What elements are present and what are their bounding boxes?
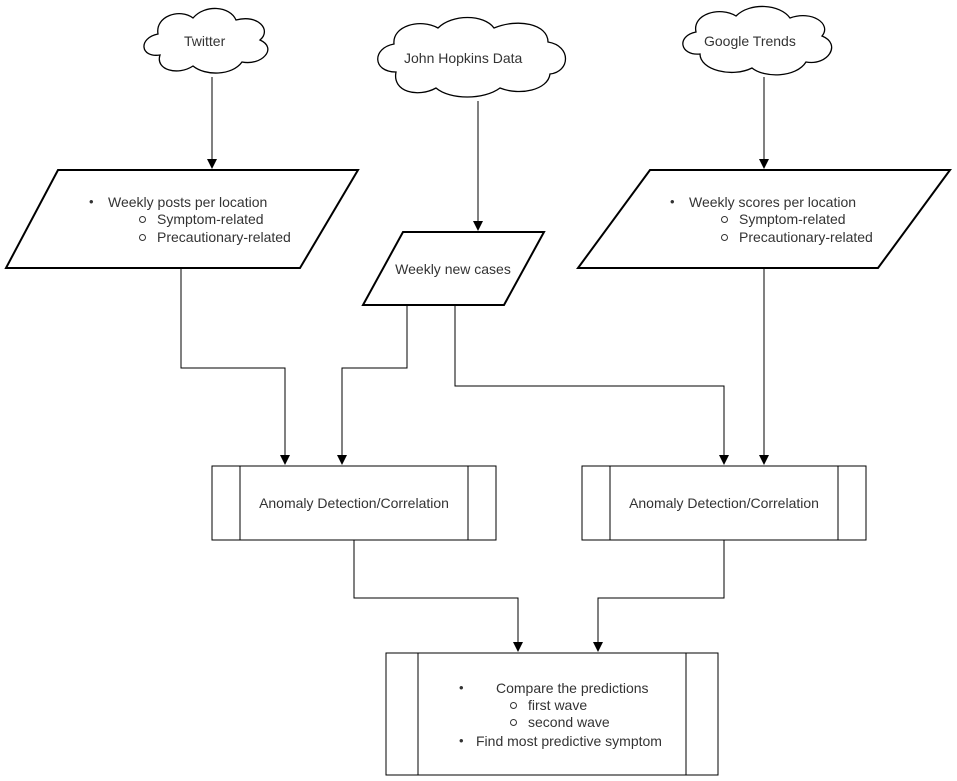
twitter-subbullet-1: [139, 216, 146, 223]
google-subbullet-2: [721, 234, 728, 241]
jhu-data-shape: [361, 231, 546, 306]
final-process-shape: [385, 652, 719, 776]
twitter-subitem-2: Precautionary-related: [157, 229, 291, 245]
twitter-data-shape: [4, 169, 360, 269]
google-bullet: •: [670, 194, 675, 209]
google-item: Weekly scores per location: [689, 194, 857, 210]
final-subbullet-2: [510, 719, 517, 726]
connector-right-to-final: [593, 540, 725, 652]
process-right-shape: [581, 465, 867, 541]
final-bullet-1: •: [459, 680, 464, 695]
twitter-bullet: •: [89, 194, 94, 209]
process-left-shape: [211, 465, 497, 541]
connector-jhu-to-left: [337, 305, 408, 465]
process-right-label: Anomaly Detection/Correlation: [629, 495, 819, 511]
twitter-label: Twitter: [184, 33, 226, 49]
process-left-label: Anomaly Detection/Correlation: [259, 495, 449, 511]
google-subitem-2: Precautionary-related: [739, 229, 873, 245]
final-subitem-2: second wave: [528, 714, 610, 730]
connectors: [180, 77, 769, 652]
final-item-1: Compare the predictions: [496, 680, 649, 696]
twitter-cloud: [143, 7, 269, 74]
connector-left-to-final: [353, 540, 523, 652]
google-subitem-1: Symptom-related: [739, 211, 846, 227]
final-bullet-2: •: [459, 733, 464, 748]
google-data-shape: [576, 169, 952, 269]
final-subbullet-1: [510, 702, 517, 709]
google-label: Google Trends: [704, 33, 796, 49]
final-item-2: Find most predictive symptom: [476, 733, 662, 749]
jhu-cloud: [377, 16, 566, 98]
connector-jhu-to-right: [454, 305, 729, 465]
google-cloud: [682, 5, 833, 76]
twitter-subitem-1: Symptom-related: [157, 211, 264, 227]
connector-twitter-to-left: [180, 268, 290, 465]
jhu-label: John Hopkins Data: [404, 50, 523, 66]
final-subitem-1: first wave: [528, 697, 588, 713]
google-subbullet-1: [721, 216, 728, 223]
jhu-data-label: Weekly new cases: [395, 261, 511, 277]
twitter-subbullet-2: [139, 234, 146, 241]
twitter-item: Weekly posts per location: [108, 194, 268, 210]
